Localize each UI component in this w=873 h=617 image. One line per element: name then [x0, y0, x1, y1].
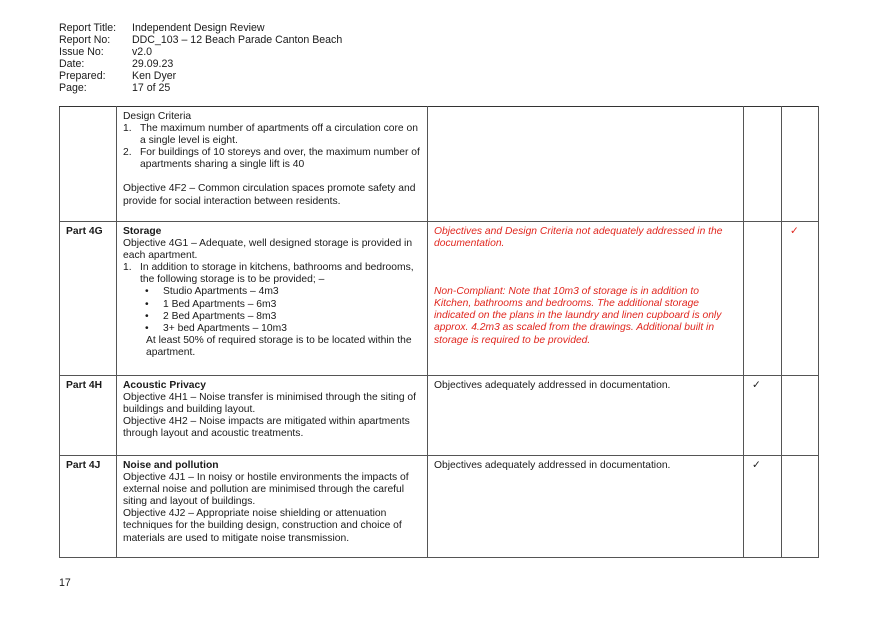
table-row: Part 4J Noise and pollution Objective 4J… — [59, 455, 819, 558]
list-number: 1. — [123, 123, 132, 135]
design-criteria-heading: Design Criteria — [123, 111, 192, 122]
check-icon: ✓ — [781, 221, 819, 376]
section-title: Noise and pollution — [123, 460, 219, 471]
comment-cell — [427, 106, 744, 222]
list-text: 2 Bed Apartments – 8m3 — [163, 310, 277, 322]
tick-cell — [781, 455, 819, 558]
objective-text: Objective 4J2 – Appropriate noise shield… — [123, 508, 402, 544]
header-label: Report Title: — [59, 22, 117, 34]
header-label: Report No: — [59, 34, 111, 47]
objective-text: Objective 4F2 – Common circulation space… — [123, 183, 416, 207]
header-label: Page: — [59, 82, 87, 95]
header-value: DDC_103 – 12 Beach Parade Canton Beach — [132, 34, 343, 47]
report-header: Report Title: Independent Design Review R… — [59, 22, 342, 95]
comment-text: Objectives adequately addressed in docum… — [434, 380, 671, 391]
list-item: • 3+ bed Apartments – 10m3 — [145, 323, 421, 335]
bullet-icon: • — [145, 286, 149, 298]
list-item: 2. For buildings of 10 storeys and over, … — [123, 147, 421, 171]
table-row: Part 4H Acoustic Privacy Objective 4H1 –… — [59, 375, 819, 456]
list-item: • 2 Bed Apartments – 8m3 — [145, 311, 421, 323]
list-text: Studio Apartments – 4m3 — [163, 286, 279, 298]
table-row: Design Criteria 1. The maximum number of … — [59, 106, 819, 222]
list-number: 1. — [123, 262, 132, 274]
non-compliant-text: Non-Compliant: Note that 10m3 of storage… — [434, 286, 722, 346]
review-table: Design Criteria 1. The maximum number of … — [59, 106, 819, 558]
criteria-cell: Noise and pollution Objective 4J1 – In n… — [116, 455, 428, 558]
tick-cell — [781, 106, 819, 222]
header-value: Ken Dyer — [132, 70, 177, 83]
list-number: 2. — [123, 147, 132, 159]
header-row: Prepared: Ken Dyer — [59, 70, 342, 82]
part-label: Part 4J — [59, 455, 117, 558]
tick-cell — [781, 375, 819, 456]
header-label: Issue No: — [59, 46, 104, 59]
list-text: In addition to storage in kitchens, bath… — [140, 262, 414, 286]
check-icon: ✓ — [743, 455, 782, 558]
list-text: The maximum number of apartments off a c… — [140, 123, 418, 147]
header-value: 29.09.23 — [132, 58, 174, 71]
check-icon: ✓ — [743, 375, 782, 456]
header-label: Prepared: — [59, 70, 106, 83]
storage-note: At least 50% of required storage is to b… — [146, 334, 412, 358]
criteria-cell: Storage Objective 4G1 – Adequate, well d… — [116, 221, 428, 376]
header-value: 17 of 25 — [132, 82, 171, 95]
section-title: Acoustic Privacy — [123, 380, 206, 391]
header-label: Date: — [59, 58, 85, 71]
list-text: 1 Bed Apartments – 6m3 — [163, 298, 277, 310]
header-row: Date: 29.09.23 — [59, 58, 342, 70]
header-row: Report No: DDC_103 – 12 Beach Parade Cant… — [59, 34, 342, 46]
header-row: Page: 17 of 25 — [59, 82, 342, 94]
storage-bullets: • Studio Apartments – 4m3 • 1 Bed Apartmen… — [123, 286, 421, 334]
part-cell — [59, 106, 117, 222]
table-row: Part 4G Storage Objective 4G1 – Adequate… — [59, 221, 819, 376]
list-item: • Studio Apartments – 4m3 — [145, 286, 421, 298]
header-value: v2.0 — [132, 46, 153, 59]
list-item: • 1 Bed Apartments – 6m3 — [145, 299, 421, 311]
bullet-icon: • — [145, 298, 149, 310]
criteria-list: 1. The maximum number of apartments off a… — [123, 123, 421, 171]
comment-text: Objectives and Design Criteria not adequ… — [434, 226, 723, 250]
list-text: 3+ bed Apartments – 10m3 — [163, 322, 287, 334]
page-number: 17 — [59, 577, 71, 589]
list-item: 1. The maximum number of apartments off a… — [123, 123, 421, 147]
comment-cell: Objectives and Design Criteria not adequ… — [427, 221, 744, 376]
criteria-cell: Design Criteria 1. The maximum number of … — [116, 106, 428, 222]
bullet-icon: • — [145, 310, 149, 322]
comment-text: Objectives adequately addressed in docum… — [434, 460, 671, 471]
objective-text: Objective 4J1 – In noisy or hostile envi… — [123, 472, 409, 508]
comment-cell: Objectives adequately addressed in docum… — [427, 455, 744, 558]
tick-cell — [743, 106, 782, 222]
criteria-cell: Acoustic Privacy Objective 4H1 – Noise t… — [116, 375, 428, 456]
criteria-list: 1. In addition to storage in kitchens, ba… — [123, 262, 421, 286]
part-label: Part 4G — [59, 221, 117, 376]
section-title: Storage — [123, 226, 162, 237]
header-value: Independent Design Review — [132, 22, 265, 34]
list-text: For buildings of 10 storeys and over, th… — [140, 147, 420, 171]
bullet-icon: • — [145, 322, 149, 334]
header-row: Issue No: v2.0 — [59, 46, 342, 58]
list-item: 1. In addition to storage in kitchens, ba… — [123, 262, 421, 286]
objective-text: Objective 4H2 – Noise impacts are mitiga… — [123, 416, 410, 440]
part-label: Part 4H — [59, 375, 117, 456]
objective-text: Objective 4H1 – Noise transfer is minimi… — [123, 392, 417, 416]
tick-cell — [743, 221, 782, 376]
comment-cell: Objectives adequately addressed in docum… — [427, 375, 744, 456]
header-row: Report Title: Independent Design Review — [59, 22, 342, 34]
objective-text: Objective 4G1 – Adequate, well designed … — [123, 238, 413, 262]
